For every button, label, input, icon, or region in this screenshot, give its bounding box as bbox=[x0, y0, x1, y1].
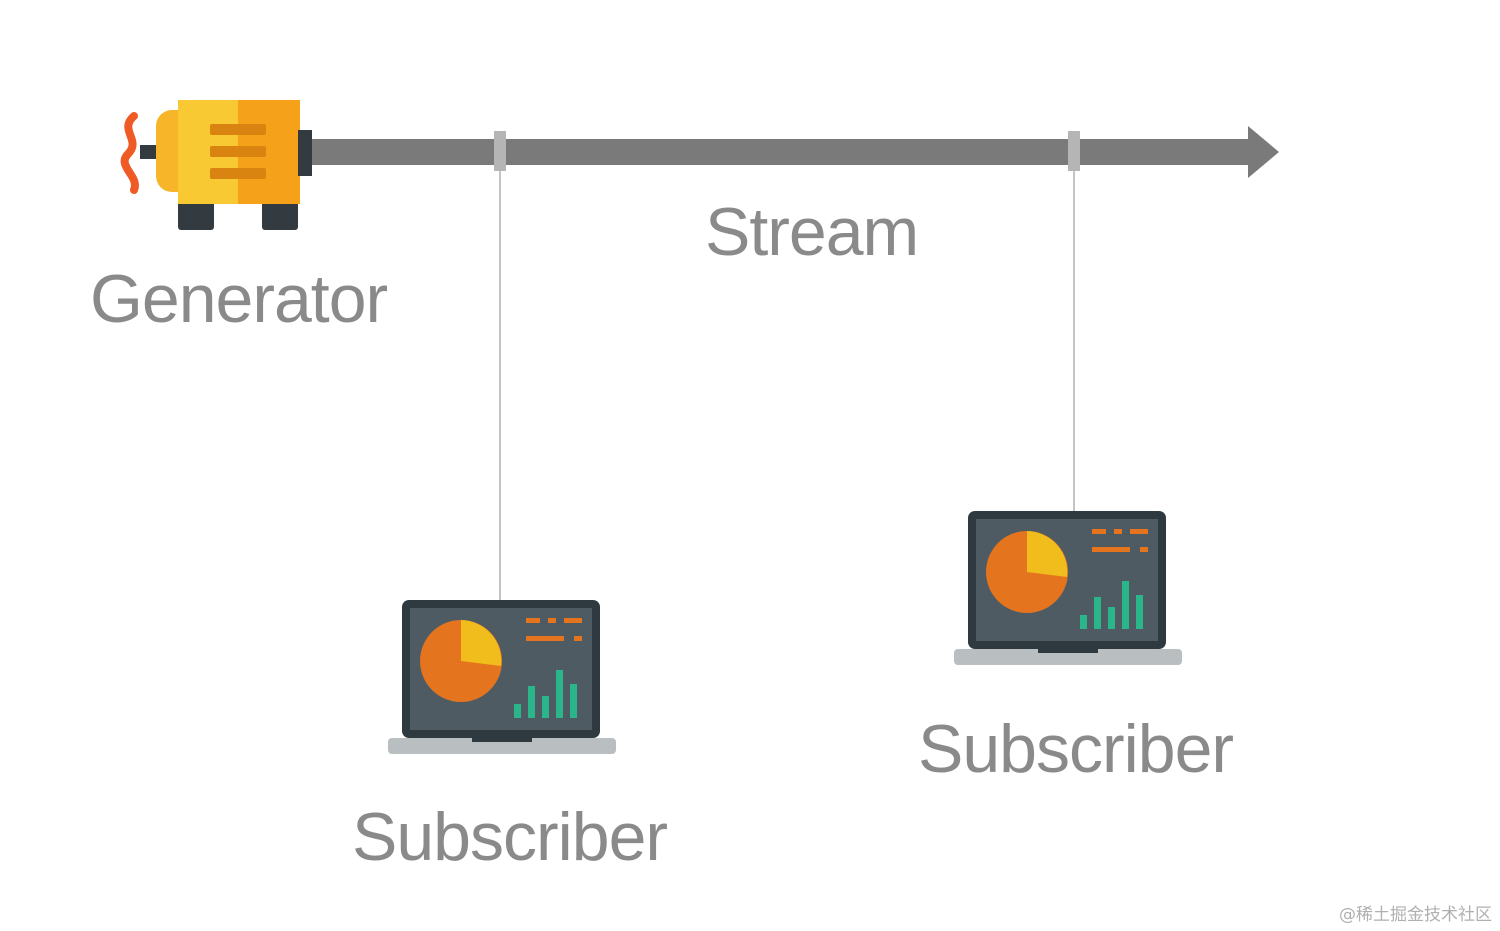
stream-arrow bbox=[305, 126, 1279, 178]
connector-2 bbox=[1068, 131, 1080, 512]
stream-label: Stream bbox=[705, 194, 919, 270]
stream-line bbox=[305, 139, 1250, 165]
generator-label: Generator bbox=[90, 261, 388, 337]
watermark: @稀土掘金技术社区 bbox=[1339, 905, 1492, 925]
connector-1 bbox=[494, 131, 506, 600]
subscriber-label-2: Subscriber bbox=[918, 711, 1234, 787]
laptop-dashboard-icon bbox=[954, 511, 1182, 665]
stream-arrowhead bbox=[1248, 126, 1279, 178]
subscriber-label-1: Subscriber bbox=[352, 799, 668, 875]
generator-engine-icon bbox=[120, 100, 312, 230]
laptop-dashboard-icon bbox=[388, 600, 616, 754]
